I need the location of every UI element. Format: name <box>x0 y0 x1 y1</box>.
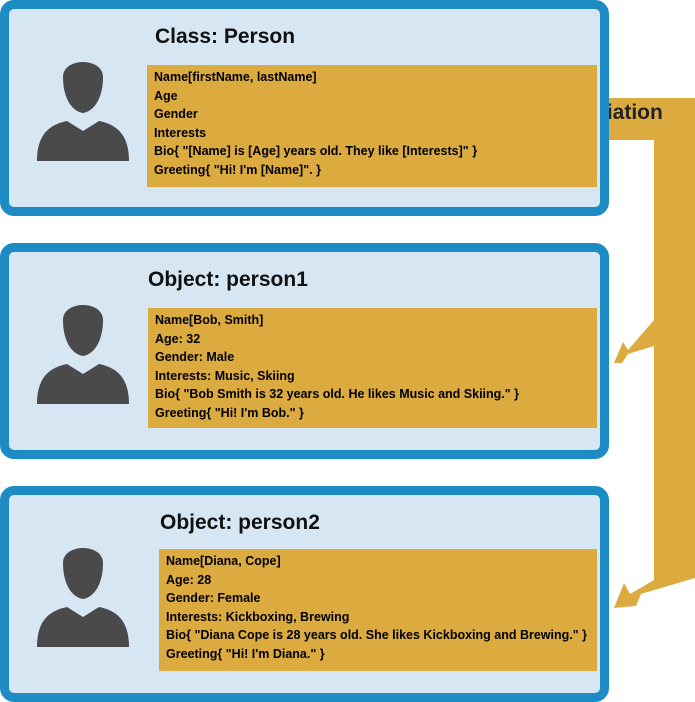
attribute-gender: Gender <box>154 107 198 122</box>
attribute-interests: Interests: Music, Skiing <box>155 368 295 383</box>
attribute-age: Age: 28 <box>166 572 212 587</box>
object-person1-card: Object: person1 Name[Bob, Smith] Age: 32… <box>0 243 609 459</box>
attribute-interests: Interests: Kickboxing, Brewing <box>166 609 350 624</box>
attribute-greeting: Greeting{ "Hi! I'm [Name]". } <box>154 162 321 177</box>
attribute-gender: Gender: Female <box>166 591 261 606</box>
person-silhouette-icon <box>37 62 129 161</box>
attribute-interests: Interests <box>154 125 207 140</box>
attribute-greeting: Greeting{ "Hi! I'm Diana." } <box>166 646 325 661</box>
instantiation-arrow-body <box>520 98 695 608</box>
attribute-name: Name[Bob, Smith] <box>155 313 264 327</box>
attribute-bio: Bio{ "Diana Cope is 28 years old. She li… <box>166 628 588 643</box>
class-title: Class: Person <box>155 25 296 48</box>
person-silhouette-icon <box>37 548 129 647</box>
object2-attribute-list: Name[Diana, Cope] Age: 28 Gender: Female… <box>159 549 597 671</box>
attribute-age: Age <box>154 88 178 103</box>
attribute-age: Age: 32 <box>155 331 201 346</box>
object1-title: Object: person1 <box>148 268 308 291</box>
object1-attribute-list: Name[Bob, Smith] Age: 32 Gender: Male In… <box>148 308 597 428</box>
attribute-gender: Gender: Male <box>155 350 235 365</box>
attribute-bio: Bio{ "Bob Smith is 32 years old. He like… <box>155 387 520 402</box>
object-person2-card: Object: person2 Name[Diana, Cope] Age: 2… <box>0 486 609 702</box>
attribute-name: Name[firstName, lastName] <box>154 70 317 84</box>
class-attribute-list: Name[firstName, lastName] Age Gender Int… <box>147 65 597 187</box>
attribute-name: Name[Diana, Cope] <box>166 554 281 568</box>
attribute-greeting: Greeting{ "Hi! I'm Bob." } <box>155 405 304 420</box>
attribute-bio: Bio{ "[Name] is [Age] years old. They li… <box>154 144 478 159</box>
instantiation-arrow-branch-object1 <box>614 320 654 363</box>
person-silhouette-icon <box>37 305 129 404</box>
class-person-card: Class: Person Name[firstName, lastName] … <box>0 0 609 216</box>
object2-title: Object: person2 <box>160 511 320 534</box>
